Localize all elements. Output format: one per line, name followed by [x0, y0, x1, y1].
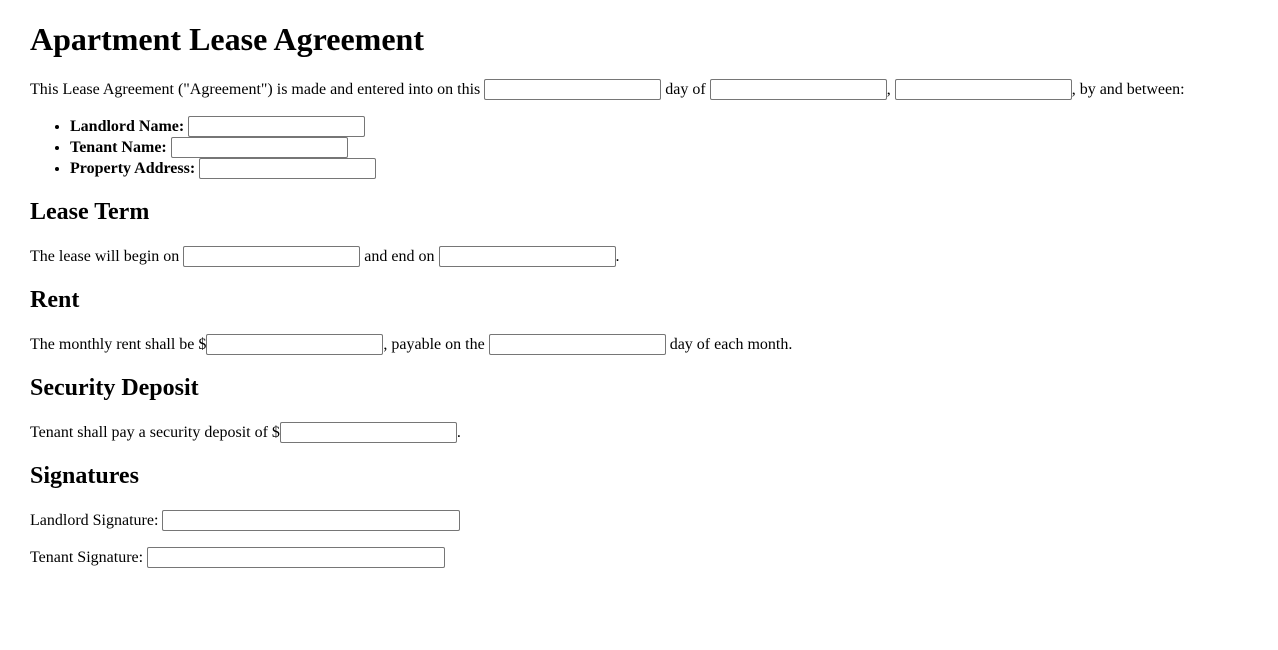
year-input[interactable]: [894, 79, 1072, 100]
section-heading-rent: Rent: [30, 287, 80, 313]
tenant-name-label: Tenant Name:: [70, 139, 167, 156]
property-address-item: Property Address:: [70, 158, 1270, 179]
intro-text-day-of: day of: [665, 81, 706, 98]
landlord-name-item: Landlord Name:: [70, 116, 1270, 137]
month-input[interactable]: [709, 79, 887, 100]
landlord-signature-row: Landlord Signature:: [30, 510, 1270, 531]
landlord-name-input[interactable]: [188, 116, 366, 137]
rent-text-before-amount: The monthly rent shall be $: [30, 336, 207, 353]
rent-paragraph: The monthly rent shall be $ , payable on …: [30, 334, 1270, 355]
rent-text-after-due-day: day of each month.: [669, 336, 793, 353]
page-title: Apartment Lease Agreement: [30, 21, 424, 57]
section-heading-signatures: Signatures: [30, 463, 139, 489]
deposit-text-after-amount: .: [456, 424, 461, 441]
property-address-input[interactable]: [199, 158, 377, 179]
tenant-signature-row: Tenant Signature:: [30, 547, 1270, 568]
landlord-signature-label: Landlord Signature:: [30, 512, 159, 529]
deposit-amount-input[interactable]: [279, 422, 457, 443]
lease-text-between: and end on: [364, 248, 435, 265]
intro-text-after-year: , by and between:: [1071, 81, 1185, 98]
day-input[interactable]: [484, 79, 662, 100]
intro-paragraph: This Lease Agreement ("Agreement") is ma…: [30, 79, 1270, 100]
intro-text-before-day: This Lease Agreement ("Agreement") is ma…: [30, 81, 481, 98]
landlord-name-label: Landlord Name:: [70, 118, 185, 135]
property-address-label: Property Address:: [70, 160, 196, 177]
security-deposit-paragraph: Tenant shall pay a security deposit of $…: [30, 422, 1270, 443]
section-heading-security-deposit: Security Deposit: [30, 375, 199, 401]
lease-term-paragraph: The lease will begin on and end on .: [30, 246, 1270, 267]
intro-comma: ,: [886, 81, 891, 98]
rent-text-after-amount: , payable on the: [383, 336, 485, 353]
tenant-name-item: Tenant Name:: [70, 137, 1270, 158]
tenant-signature-input[interactable]: [147, 547, 446, 568]
lease-start-input[interactable]: [183, 246, 361, 267]
tenant-name-input[interactable]: [170, 137, 348, 158]
lease-text-before-start: The lease will begin on: [30, 248, 180, 265]
section-heading-lease-term: Lease Term: [30, 199, 150, 225]
rent-amount-input[interactable]: [206, 334, 384, 355]
parties-list: Landlord Name: Tenant Name: Property Add…: [30, 116, 1270, 179]
tenant-signature-label: Tenant Signature:: [30, 549, 144, 566]
landlord-signature-input[interactable]: [162, 510, 461, 531]
lease-end-input[interactable]: [438, 246, 616, 267]
deposit-text-before-amount: Tenant shall pay a security deposit of $: [30, 424, 280, 441]
lease-text-after-end: .: [615, 248, 620, 265]
rent-due-day-input[interactable]: [488, 334, 666, 355]
